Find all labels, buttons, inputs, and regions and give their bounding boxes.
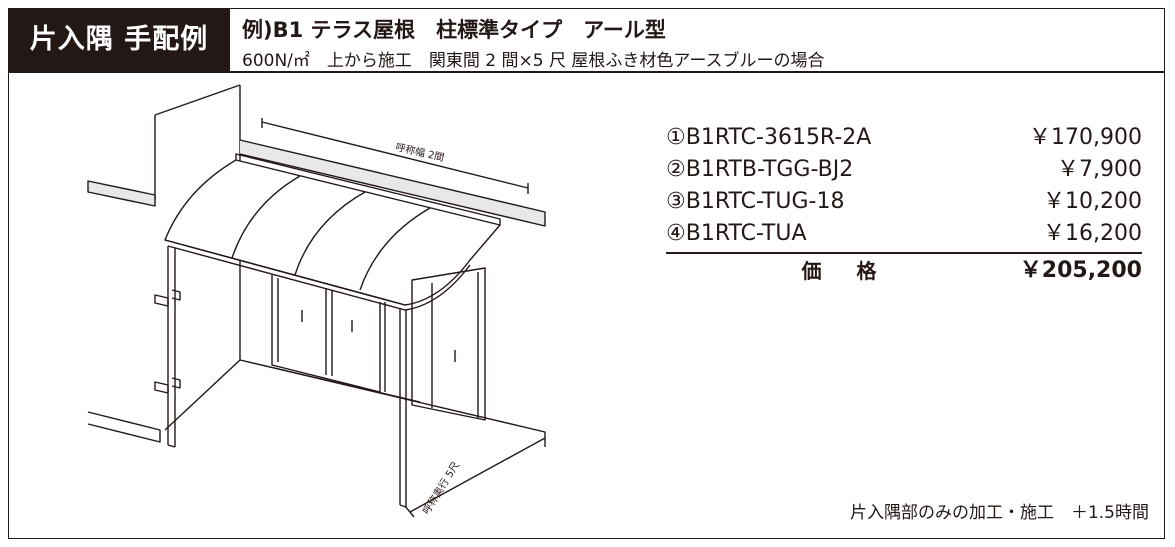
roof-beam	[235, 153, 501, 225]
page-frame	[8, 8, 1165, 539]
roof-rib-3	[359, 207, 431, 291]
item-code: ③B1RTC-TUG-18	[666, 189, 845, 214]
total-row: 価 格 ￥205,200	[666, 254, 1142, 288]
door-handles	[301, 310, 456, 362]
roof-front-edge	[164, 239, 471, 311]
bracket-lower	[154, 377, 181, 394]
item-code: ④B1RTC-TUA	[666, 221, 807, 246]
price-row: ①B1RTC-3615R-2A ￥170,900	[666, 122, 1142, 154]
roof-fascia-band	[239, 139, 546, 227]
roof-rib-1	[231, 175, 301, 259]
roof-panel	[164, 159, 501, 306]
price-row: ③B1RTC-TUG-18 ￥10,200	[666, 186, 1142, 218]
total-label: 価 格	[801, 258, 891, 283]
item-price: ￥170,900	[1029, 125, 1142, 150]
post-left	[167, 246, 176, 448]
section-tag: 片入隅 手配例	[8, 8, 230, 72]
window-right	[384, 267, 486, 421]
bracket-upper	[154, 289, 181, 307]
example-title: 例)B1 テラス屋根 柱標準タイプ アール型	[242, 18, 666, 42]
header-divider	[8, 71, 1165, 73]
price-row: ②B1RTB-TGG-BJ2 ￥7,900	[666, 154, 1142, 186]
post-front	[399, 308, 407, 508]
corner-baseboard	[164, 359, 241, 431]
depth-dimension-line	[404, 437, 546, 518]
baseboard	[239, 345, 546, 447]
ground-line	[87, 411, 161, 443]
roof-rib-2	[294, 191, 366, 276]
item-price: ￥16,200	[1043, 221, 1142, 246]
wall-band	[87, 180, 156, 207]
item-code: ①B1RTC-3615R-2A	[666, 125, 872, 150]
width-dimension-line	[261, 118, 529, 194]
labor-note: 片入隅部のみの加工・施工 ＋1.5時間	[849, 503, 1149, 523]
price-list: ①B1RTC-3615R-2A ￥170,900 ②B1RTB-TGG-BJ2 …	[666, 122, 1142, 288]
terrace-roof-illustration: 呼称幅 2間 呼称奥行 5尺	[87, 84, 546, 518]
price-row: ④B1RTC-TUA ￥16,200	[666, 218, 1142, 250]
window-left	[271, 275, 381, 393]
item-price: ￥10,200	[1043, 189, 1142, 214]
total-divider	[666, 252, 1142, 254]
depth-label: 呼称奥行 5尺	[420, 459, 463, 516]
total-value: ￥205,200	[1019, 257, 1142, 283]
example-conditions: 600N/㎡ 上から施工 関東間 2 間×5 尺 屋根ふき材色アースブルーの場合	[242, 51, 825, 71]
item-code: ②B1RTB-TGG-BJ2	[666, 157, 854, 182]
item-price: ￥7,900	[1057, 157, 1142, 182]
